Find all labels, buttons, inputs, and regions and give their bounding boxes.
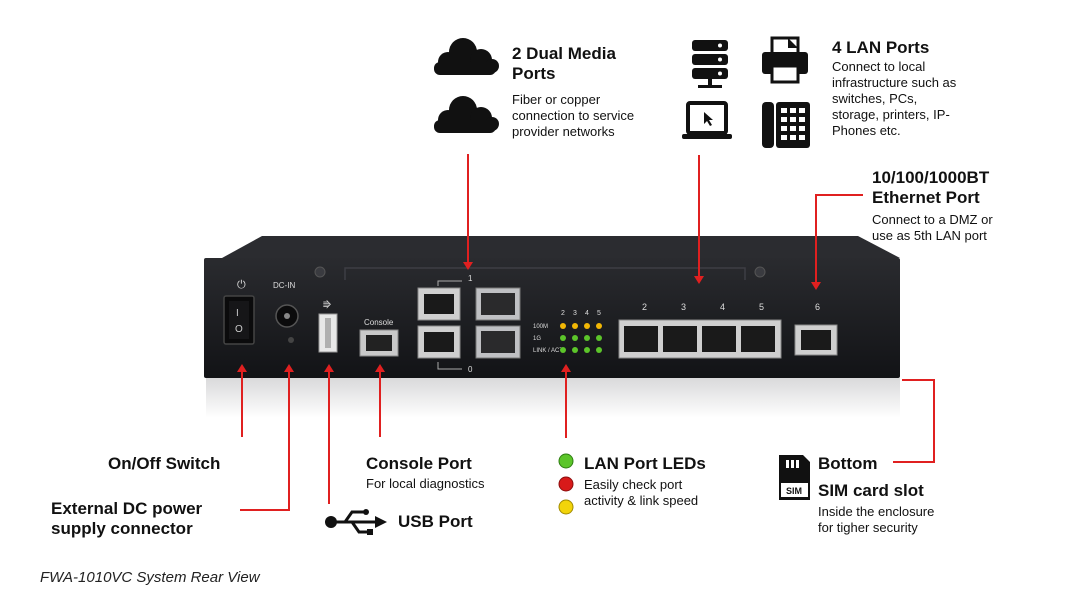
arrow-head	[237, 364, 247, 372]
figure-caption: FWA-1010VC System Rear View	[40, 569, 260, 586]
dual-bottom-bracket	[437, 362, 462, 370]
cloud-icon	[434, 38, 499, 75]
status-led	[596, 335, 602, 341]
dcin-pin	[284, 313, 290, 319]
leds-desc: Easily check port activity & link speed	[584, 477, 699, 508]
callout-dc-power	[240, 371, 290, 511]
dual-sfp-0-slot	[481, 331, 515, 353]
arrow-head	[561, 364, 571, 372]
usb-title: USB Port	[398, 512, 473, 531]
status-led	[596, 323, 602, 329]
screw	[314, 266, 326, 278]
status-led	[560, 335, 566, 341]
device-notch	[344, 267, 746, 280]
dual-sfp-1-slot	[481, 293, 515, 315]
onoff-title: On/Off Switch	[108, 454, 221, 473]
status-led	[584, 323, 590, 329]
laptop-icon	[682, 101, 732, 139]
callout-sim	[893, 379, 935, 463]
usb-symbol: ⭆	[323, 300, 331, 310]
server-icon	[692, 40, 728, 88]
dcin-label: DC-IN	[273, 281, 295, 290]
dc-power-title: External DC power supply connector	[51, 499, 203, 538]
sim-title-line1: Bottom	[818, 454, 878, 473]
sim-title-line2: SIM card slot	[818, 481, 924, 500]
ethernet-desc: Connect to a DMZ or use as 5th LAN port	[872, 212, 993, 243]
lan-number: 6	[815, 302, 820, 312]
device-reflection	[206, 378, 900, 418]
switch-on-mark: I	[236, 308, 239, 319]
screw	[754, 266, 766, 278]
lan-number: 3	[681, 302, 686, 312]
led-row-label: 100M	[533, 324, 548, 330]
led-panel: 2 3 4 5 100M 1G LINK / ACT	[533, 310, 602, 354]
power-switch-rocker	[229, 301, 249, 339]
lan-ports-desc: Connect to local infrastructure such as …	[832, 59, 957, 138]
status-led	[584, 335, 590, 341]
dual-rj45-1-hole	[424, 294, 454, 314]
ethernet-title: 10/100/1000BT Ethernet Port	[872, 168, 990, 207]
lan-ports-title: 4 LAN Ports	[832, 38, 930, 57]
switch-off-mark: O	[235, 324, 243, 335]
device-body	[204, 258, 900, 378]
lan-number: 5	[759, 302, 764, 312]
red-led-icon	[558, 476, 574, 492]
lan-number: 4	[720, 302, 725, 312]
console-title: Console Port	[366, 454, 472, 473]
status-led	[572, 335, 578, 341]
arrow-head	[694, 276, 704, 284]
green-led-icon	[558, 453, 574, 469]
status-led	[584, 347, 590, 353]
printer-icon	[762, 36, 808, 84]
status-led	[560, 323, 566, 329]
arrow-head	[375, 364, 385, 372]
dual-top-number: 1	[468, 274, 473, 283]
ground-screw	[288, 337, 294, 343]
status-led	[560, 347, 566, 353]
arrow-head	[284, 364, 294, 372]
status-led	[596, 347, 602, 353]
console-desc: For local diagnostics	[366, 476, 485, 491]
usb-port-tongue	[325, 318, 331, 348]
cloud-icon	[434, 96, 499, 133]
leds-title: LAN Port LEDs	[584, 454, 706, 473]
status-led	[572, 347, 578, 353]
lan-port[interactable]	[663, 326, 697, 352]
console-label: Console	[364, 318, 394, 327]
led-col-number: 4	[585, 310, 589, 317]
dual-media-desc: Fiber or copper connection to service pr…	[512, 92, 635, 139]
arrow-head	[324, 364, 334, 372]
arrow-head	[811, 282, 821, 290]
sim-card-icon: SIM	[779, 455, 810, 500]
led-col-number: 2	[561, 310, 565, 317]
led-col-number: 5	[597, 310, 601, 317]
sim-desc: Inside the enclosure for tigher security	[818, 504, 935, 535]
led-row-label: LINK / ACT	[533, 348, 563, 354]
console-port-hole	[366, 335, 392, 351]
dual-bottom-number: 0	[468, 365, 473, 374]
lan-port[interactable]	[624, 326, 658, 352]
device-lid	[222, 236, 900, 258]
lan-port[interactable]	[702, 326, 736, 352]
dual-media-title: 2 Dual Media Ports	[512, 44, 616, 83]
ip-phone-icon	[762, 102, 810, 148]
arrow-head	[463, 262, 473, 270]
led-row-label: 1G	[533, 336, 541, 342]
ethernet-port-6-hole	[801, 330, 831, 350]
usb-icon	[325, 509, 387, 535]
led-col-number: 3	[573, 310, 577, 317]
dual-top-bracket	[437, 280, 462, 286]
status-led	[572, 323, 578, 329]
svg-text:SIM: SIM	[786, 486, 802, 496]
amber-led-icon	[558, 499, 574, 515]
power-symbol: ⏻	[237, 279, 246, 291]
lan-number: 2	[642, 302, 647, 312]
lan-port[interactable]	[741, 326, 775, 352]
callout-ethernet	[815, 194, 863, 282]
dual-rj45-0-hole	[424, 332, 454, 352]
